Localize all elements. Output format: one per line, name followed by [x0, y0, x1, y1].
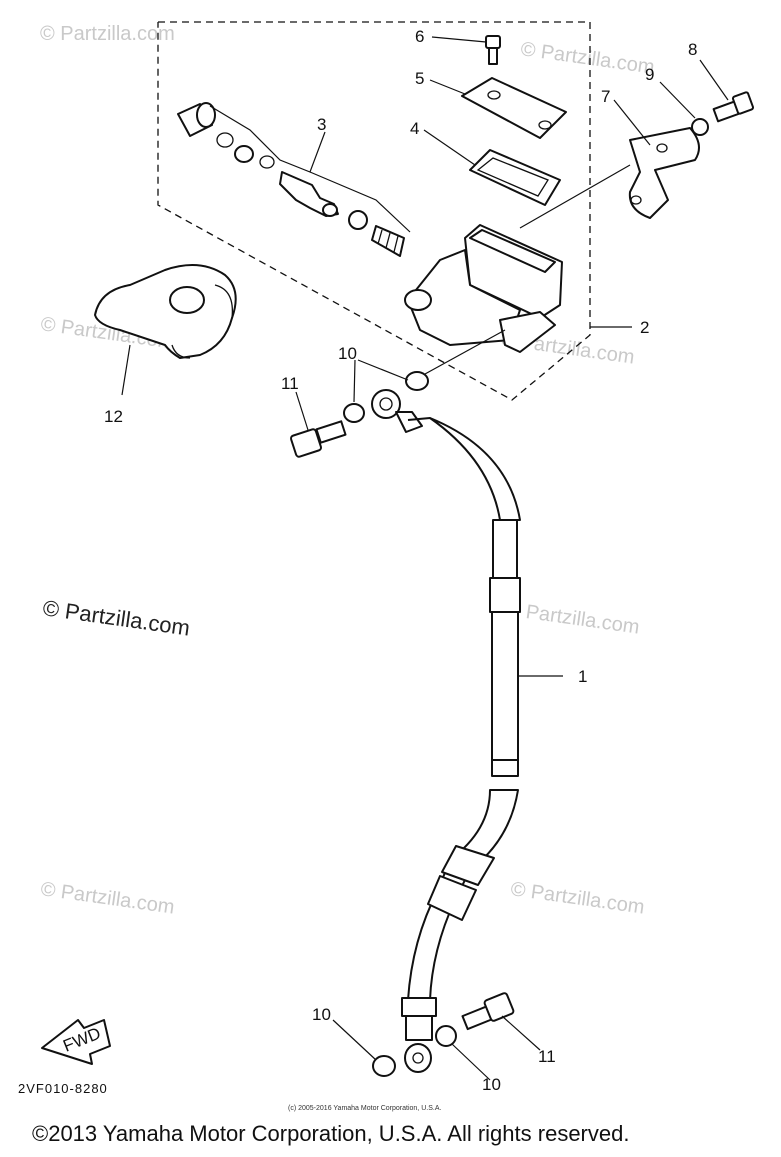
- part-6-screw: [485, 35, 501, 65]
- part-4-diaphragm: [469, 149, 561, 206]
- watermark-text: © Partzilla.com: [504, 598, 641, 639]
- part-11-bolt: [461, 992, 515, 1031]
- part-12-cover: [94, 264, 237, 359]
- watermark-text: © Partzilla.com: [509, 878, 646, 919]
- small-copyright: (c) 2005-2016 Yamaha Motor Corporation, …: [288, 1105, 441, 1112]
- part-10-washer: [343, 403, 365, 423]
- part-8-bolt: [712, 91, 755, 123]
- watermark-text: © Partzilla.com: [40, 23, 175, 45]
- part-10-washer: [372, 1055, 396, 1077]
- part-10-washer: [435, 1025, 457, 1047]
- watermark-text: © Partzilla.com: [519, 38, 656, 79]
- callout-2: 2: [640, 318, 649, 337]
- watermark-text: © Partzilla.com: [39, 878, 176, 919]
- leader-lines: [121, 36, 729, 1081]
- part-1-brake-hose: [371, 389, 521, 1073]
- part-11-bolt: [290, 420, 347, 458]
- part-5-cap: [461, 77, 567, 139]
- part-10-washer: [405, 371, 429, 391]
- callout-10: 10: [312, 1005, 331, 1024]
- footer-copyright: ©2013 Yamaha Motor Corporation, U.S.A. A…: [32, 1121, 629, 1146]
- callout-9: 9: [645, 65, 654, 84]
- part-2-master-cylinder: [404, 224, 563, 353]
- callout-5: 5: [415, 69, 424, 88]
- part-9-washer: [691, 118, 709, 136]
- watermark-main: © Partzilla.com: [41, 595, 191, 640]
- callout-4: 4: [410, 119, 419, 138]
- diagram-code: 2VF010-8280: [18, 1081, 108, 1096]
- callout-11: 11: [281, 374, 299, 393]
- callout-7: 7: [601, 87, 610, 106]
- fwd-arrow-icon: FWD: [41, 1019, 111, 1065]
- callout-1: 1: [578, 667, 587, 686]
- part-7-holder: [628, 127, 700, 219]
- callout-3: 3: [317, 115, 326, 134]
- callout-10: 10: [338, 344, 357, 363]
- assembly-boundary: [157, 21, 591, 401]
- part-3-piston-kit: [177, 102, 405, 257]
- callout-10: 10: [482, 1075, 501, 1094]
- callout-6: 6: [415, 27, 424, 46]
- callout-8: 8: [688, 40, 697, 59]
- callout-12: 12: [104, 407, 123, 426]
- callout-11: 11: [538, 1047, 556, 1066]
